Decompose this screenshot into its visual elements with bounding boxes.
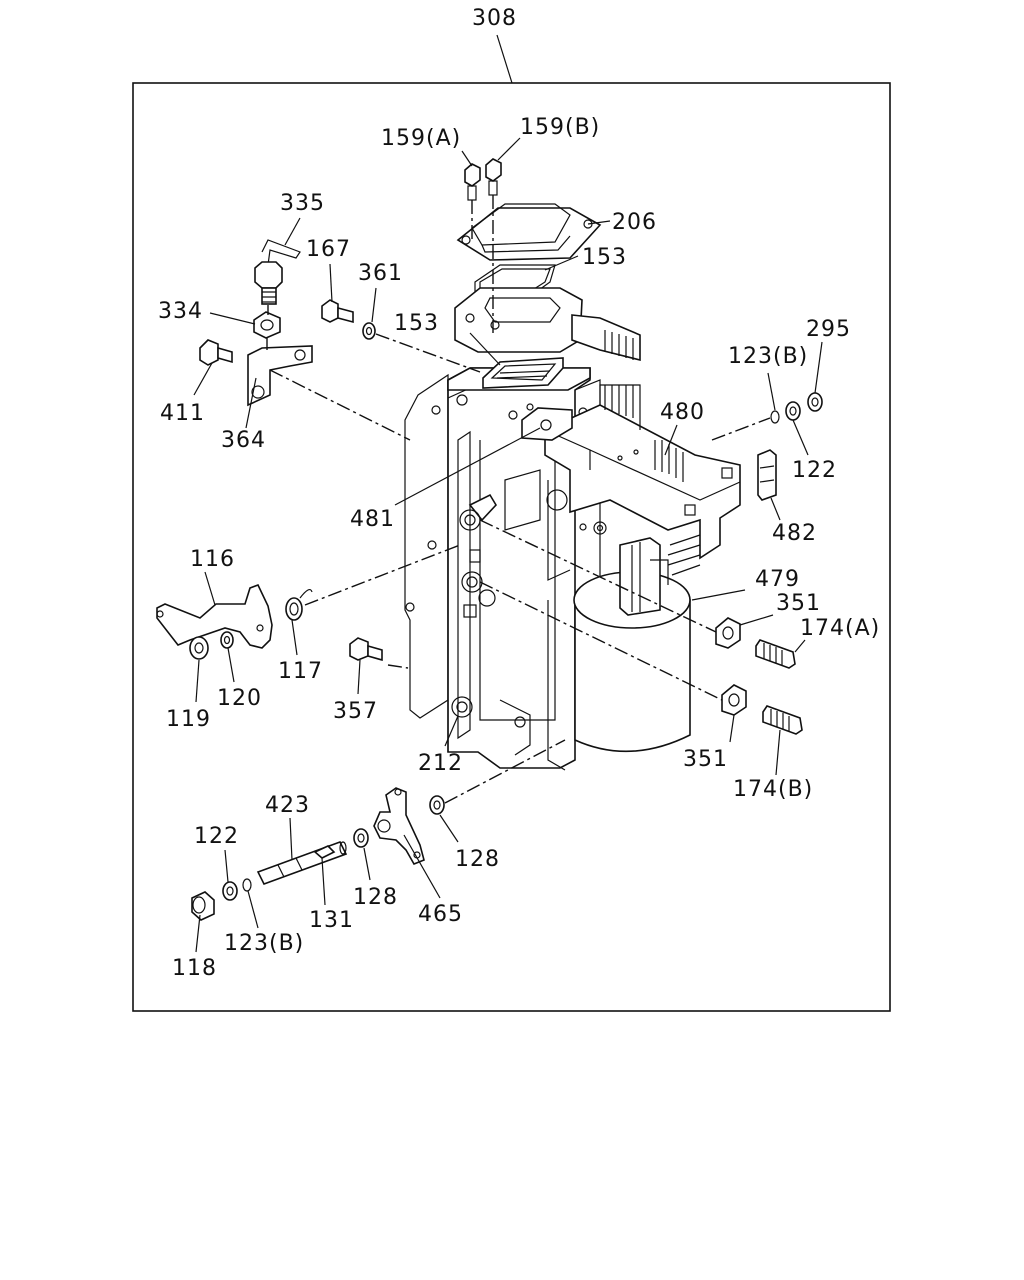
lever-116 bbox=[156, 583, 273, 649]
callout-480: 480 bbox=[660, 400, 705, 425]
stud-174b bbox=[762, 705, 803, 735]
title-leader bbox=[496, 34, 513, 84]
bracket-364 bbox=[247, 345, 313, 407]
callout-481: 481 bbox=[350, 507, 395, 532]
callout-361: 361 bbox=[358, 261, 403, 286]
part-482 bbox=[757, 449, 777, 501]
callout-labels: 159(A) 159(B) 206 153 153 335 167 361 33… bbox=[158, 115, 880, 981]
ring-123b-bottom bbox=[242, 878, 252, 892]
washer-122-bottom bbox=[222, 881, 238, 901]
callout-159a: 159(A) bbox=[381, 126, 461, 151]
callout-465: 465 bbox=[418, 902, 463, 927]
callout-123b-bottom: 123(B) bbox=[224, 931, 304, 956]
callout-482: 482 bbox=[772, 521, 817, 546]
bolt-159b bbox=[485, 158, 502, 333]
callout-423: 423 bbox=[265, 793, 310, 818]
callout-116: 116 bbox=[190, 547, 235, 572]
nut-351b bbox=[721, 684, 747, 716]
washer-128-left bbox=[353, 828, 369, 848]
callout-206: 206 bbox=[612, 210, 657, 235]
callout-153-lower: 153 bbox=[394, 311, 439, 336]
bushing-119 bbox=[189, 636, 209, 660]
callout-117: 117 bbox=[278, 659, 323, 684]
washer-122-top bbox=[785, 401, 801, 421]
circuit-board-480 bbox=[544, 384, 741, 576]
callout-295: 295 bbox=[806, 317, 851, 342]
cover-206 bbox=[456, 203, 602, 261]
callout-351-upper: 351 bbox=[776, 591, 821, 616]
callout-119: 119 bbox=[166, 707, 211, 732]
callout-174b: 174(B) bbox=[733, 777, 813, 802]
spring-117 bbox=[285, 588, 313, 621]
title-number: 308 bbox=[472, 6, 517, 31]
callout-122-bottom: 122 bbox=[194, 824, 239, 849]
bolt-159a bbox=[464, 163, 481, 242]
callout-131: 131 bbox=[309, 908, 354, 933]
callout-357: 357 bbox=[333, 699, 378, 724]
stud-174a bbox=[755, 639, 796, 669]
callout-174a: 174(A) bbox=[800, 616, 880, 641]
bolt-357 bbox=[349, 637, 383, 662]
callout-351-lower: 351 bbox=[683, 747, 728, 772]
nut-334 bbox=[253, 311, 281, 339]
washer-128-right bbox=[429, 795, 445, 815]
callout-335: 335 bbox=[280, 191, 325, 216]
lever-465 bbox=[373, 787, 425, 866]
housing-block bbox=[454, 287, 641, 362]
solenoid-479 bbox=[573, 537, 691, 753]
washer-361 bbox=[362, 322, 376, 340]
alignment-lines bbox=[266, 305, 771, 804]
callout-159b: 159(B) bbox=[520, 115, 600, 140]
callout-118: 118 bbox=[172, 956, 217, 981]
nut-351a bbox=[715, 617, 741, 649]
switch-335 bbox=[254, 239, 301, 305]
shaft-423 bbox=[256, 841, 348, 885]
callout-364: 364 bbox=[221, 428, 266, 453]
ring-123b-top bbox=[770, 410, 780, 424]
callout-122-top: 122 bbox=[792, 458, 837, 483]
clip-120 bbox=[220, 631, 234, 649]
leader-lines bbox=[193, 137, 823, 953]
callout-128-right: 128 bbox=[455, 847, 500, 872]
gasket-153-lower bbox=[482, 357, 564, 389]
callout-212: 212 bbox=[418, 751, 463, 776]
pin-131 bbox=[313, 845, 336, 859]
callout-411: 411 bbox=[160, 401, 205, 426]
nut-295 bbox=[807, 392, 823, 412]
callout-479: 479 bbox=[755, 567, 800, 592]
callout-128-left: 128 bbox=[353, 885, 398, 910]
callout-153-upper: 153 bbox=[582, 245, 627, 270]
callout-167: 167 bbox=[306, 237, 351, 262]
callout-334: 334 bbox=[158, 299, 203, 324]
bushing-118 bbox=[191, 891, 215, 921]
callout-120: 120 bbox=[217, 686, 262, 711]
callout-123b-top: 123(B) bbox=[728, 344, 808, 369]
bolt-411 bbox=[199, 339, 233, 366]
bolt-167 bbox=[321, 299, 354, 324]
